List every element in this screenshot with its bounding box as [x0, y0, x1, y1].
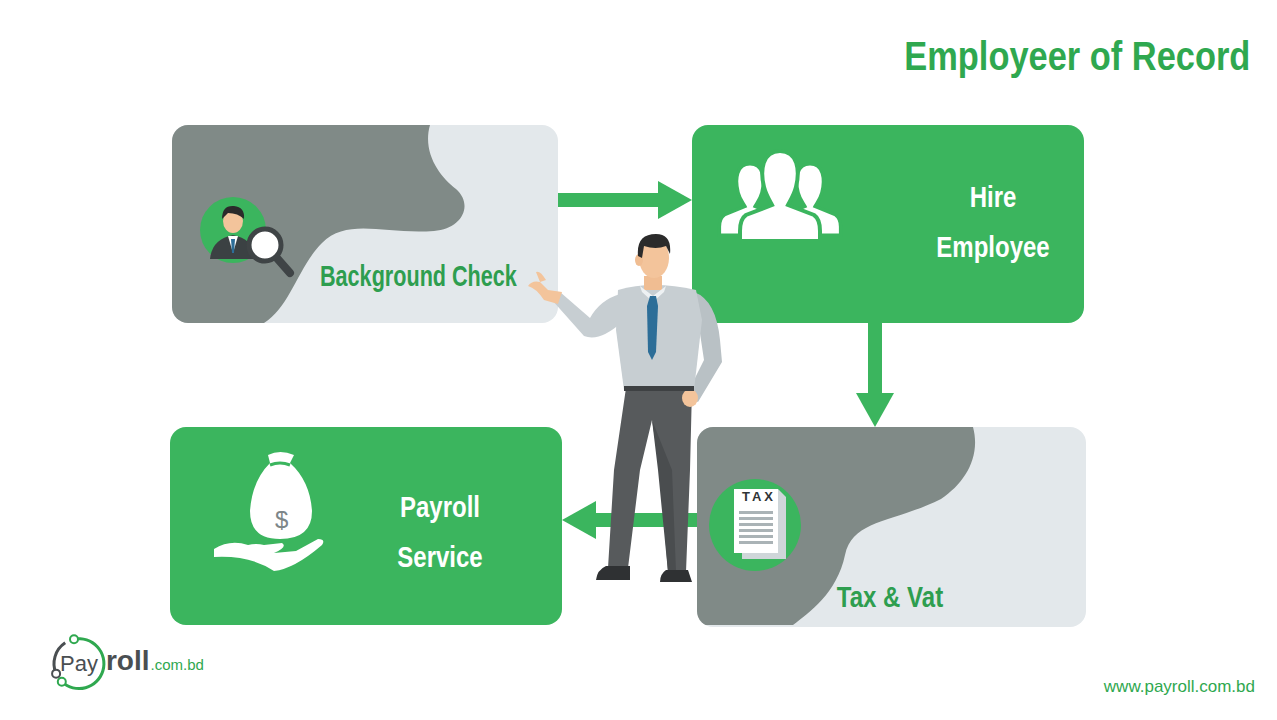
- arrow-shaft: [558, 193, 662, 207]
- arrow-head: [562, 501, 596, 539]
- text-wrap: Hire Employee: [913, 172, 1073, 272]
- logo-domain: .com.bd: [150, 656, 203, 673]
- website-url: www.payroll.com.bd: [1104, 677, 1255, 697]
- label-wrap: roll: [106, 645, 150, 677]
- label-wrap: .com.bd: [150, 656, 203, 673]
- box-label: Payroll Service: [376, 482, 504, 582]
- arrow-head: [856, 393, 894, 427]
- currency-symbol: $: [275, 506, 288, 534]
- flow-arrow: [558, 181, 692, 219]
- box-shape: [170, 427, 562, 625]
- arrow-shaft: [868, 323, 882, 397]
- diagram-title: Employeer of Record: [904, 34, 1250, 79]
- box-label: Hire Employee: [929, 172, 1057, 272]
- text-wrap: Payroll Service: [360, 482, 520, 582]
- arrow-head: [658, 181, 692, 219]
- text-wrap: Tax & Vat: [810, 579, 970, 615]
- process-box: Tax & Vat: [697, 427, 1086, 627]
- label-wrap: $: [275, 506, 288, 534]
- flow-arrow: [856, 323, 894, 427]
- box-icon: [719, 151, 840, 241]
- box-icon: [214, 452, 323, 571]
- label-wrap: TAX: [742, 490, 776, 505]
- logo-mark: [52, 635, 105, 690]
- arrow-shaft: [592, 513, 697, 527]
- icon-text: TAX: [742, 490, 776, 505]
- text-wrap: Background Check: [320, 258, 593, 294]
- process-box: Payroll Service: [170, 427, 562, 625]
- box-label: Tax & Vat: [826, 579, 954, 615]
- process-box: Background Check: [172, 125, 558, 323]
- box-icon: [200, 197, 290, 273]
- label-wrap: www.payroll.com.bd: [1104, 677, 1255, 697]
- label-wrap: Pay: [60, 651, 98, 676]
- box-label: Background Check: [320, 258, 517, 294]
- logo-text: Pay: [60, 651, 98, 676]
- logo-text: roll: [106, 645, 150, 677]
- process-box: Hire Employee: [692, 125, 1084, 323]
- box-icon: [709, 479, 801, 571]
- box-shape: [692, 125, 1084, 323]
- title-wrap: Employeer of Record: [848, 34, 1250, 79]
- box-shape: [172, 125, 558, 323]
- flow-arrow: [562, 501, 697, 539]
